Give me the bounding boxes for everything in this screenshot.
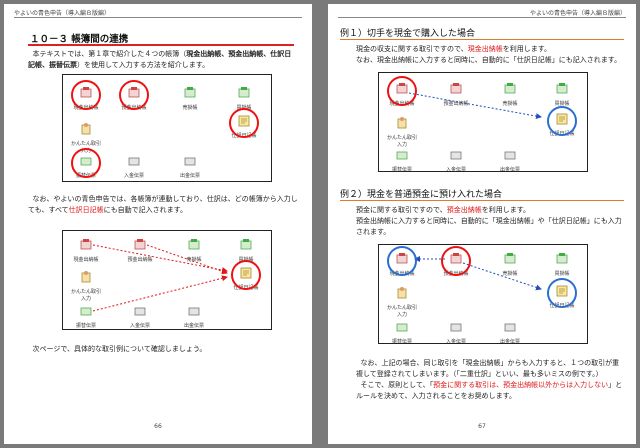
node-yokin: 預金出納帳: [437, 81, 475, 107]
right-header-rule: [338, 17, 626, 18]
highlight-ring: [387, 246, 417, 276]
page-gutter: [312, 4, 328, 444]
highlight-ring: [387, 76, 417, 106]
section-title: １０－３ 帳簿間の連携: [30, 34, 129, 45]
middle-paragraph: なお、やよいの青色申告では、各帳簿が連動しており、仕訳は、どの帳簿から入力しても…: [28, 195, 298, 214]
node-nyukin: 入金伝票: [437, 147, 475, 171]
node-shukkin: 出金伝票: [491, 319, 529, 343]
highlight-ring: [71, 80, 101, 110]
slip-icon: [188, 307, 200, 316]
ledger-book-icon: [450, 83, 462, 94]
intro-paragraph: 本テキストでは、第１章で紹介した４つの帳簿（現金出納帳、預金出納帳、仕訳日記帳、…: [28, 50, 292, 69]
wizard-icon: [81, 123, 91, 135]
diagram-ledgers-linked: 現金出納帳 預金出納帳 売掛帳 買掛帳 かんたん取引入力 仕訳日記帳 振替伝票 …: [62, 230, 272, 330]
node-shukkin: 出金伝票: [171, 153, 209, 179]
example2-title: 例２）現金を普通預金に預け入れた場合: [340, 190, 503, 200]
node-kaikake: 買掛帳: [543, 81, 581, 107]
example2-underline: [340, 200, 624, 201]
node-uriage: 売掛帳: [491, 81, 529, 107]
highlight-ring: [547, 278, 577, 308]
wizard-icon: [397, 287, 407, 299]
closing-text: なお、上記の場合、同じ取引を「現金出納帳」からも入力すると、１つの取引が重複して…: [356, 359, 623, 400]
slip-icon: [396, 151, 408, 160]
slip-icon: [184, 157, 196, 166]
closing-paragraph: 次ページで、具体的な取引例について確認しましょう。: [32, 345, 207, 353]
node-uriage: 売掛帳: [491, 251, 529, 277]
page-number: 66: [154, 423, 162, 430]
node-nyukin: 入金伝票: [121, 303, 159, 329]
node-furikae: 振替伝票: [67, 303, 105, 329]
node-furikae: 振替伝票: [383, 319, 421, 343]
section-title-underline: [28, 44, 294, 46]
diagram-example1: 現金出納帳 預金出納帳 売掛帳 買掛帳 かんたん取引入力 仕訳日記帳 振替伝票 …: [378, 72, 588, 172]
ledger-book-icon: [504, 253, 516, 264]
example1-text: 現金の収支に関する取引ですので、現金出納帳を利用します。なお、現金出納帳に入力す…: [356, 45, 622, 64]
highlight-ring: [119, 80, 149, 110]
ledger-book-icon: [556, 253, 568, 264]
slip-icon: [450, 151, 462, 160]
node-nyukin: 入金伝票: [437, 319, 475, 343]
node-furikae: 振替伝票: [383, 147, 421, 171]
highlight-ring: [441, 246, 471, 276]
example2-text: 預金に関する取引ですので、預金出納帳を利用します。預金出納帳に入力すると同時に、…: [356, 206, 622, 236]
example1-underline: [340, 39, 624, 40]
ledger-book-icon: [184, 87, 196, 98]
ledger-book-icon: [240, 239, 252, 250]
node-genkin: 現金出納帳: [67, 237, 105, 263]
left-header-rule: [14, 17, 302, 18]
link-arrows: [92, 244, 228, 312]
right-page: やよいの青色申告（導入編Ｂ版編） 例１）切手を現金で購入した場合 現金の収支に関…: [328, 4, 636, 444]
slip-icon: [504, 323, 516, 332]
left-page-header: やよいの青色申告（導入編Ｂ版編）: [14, 10, 111, 17]
right-page-header: やよいの青色申告（導入編Ｂ版編）: [529, 10, 626, 17]
node-uriage: 売掛帳: [175, 237, 213, 263]
ledger-book-icon: [188, 239, 200, 250]
ledger-book-icon: [556, 83, 568, 94]
slip-icon: [396, 323, 408, 332]
left-page: やよいの青色申告（導入編Ｂ版編） １０－３ 帳簿間の連携 本テキストでは、第１章…: [4, 4, 312, 444]
slip-icon: [128, 157, 140, 166]
page-number: 67: [478, 423, 486, 430]
link-arrows: [414, 256, 542, 291]
diagram-ledgers: 現金出納帳 預金出納帳 売掛帳 買掛帳 かんたん取引入力 仕訳日記帳 振替伝票 …: [62, 74, 272, 182]
slip-icon: [450, 323, 462, 332]
slip-icon: [504, 151, 516, 160]
highlight-ring: [547, 106, 577, 136]
node-kantan: かんたん取引入力: [383, 285, 421, 318]
node-nyukin: 入金伝票: [115, 153, 153, 179]
highlight-ring: [71, 148, 101, 178]
ledger-book-icon: [134, 239, 146, 250]
node-kantan: かんたん取引入力: [383, 115, 421, 148]
slip-icon: [134, 307, 146, 316]
highlight-ring: [231, 260, 261, 290]
node-yokin: 預金出納帳: [121, 237, 159, 263]
ledger-book-icon: [504, 83, 516, 94]
ledger-book-icon: [238, 87, 250, 98]
node-shukkin: 出金伝票: [175, 303, 213, 329]
node-kaikake: 買掛帳: [543, 251, 581, 277]
wizard-icon: [397, 117, 407, 129]
node-uriage: 売掛帳: [171, 85, 209, 111]
diagram-example2: 現金出納帳 預金出納帳 売掛帳 買掛帳 かんたん取引入力 仕訳日記帳 振替伝票 …: [378, 244, 588, 344]
node-kantan: かんたん取引入力: [67, 269, 105, 302]
wizard-icon: [81, 271, 91, 283]
highlight-ring: [229, 108, 259, 138]
slip-icon: [80, 307, 92, 316]
example1-title: 例１）切手を現金で購入した場合: [340, 29, 476, 39]
node-shukkin: 出金伝票: [491, 147, 529, 171]
ledger-book-icon: [80, 239, 92, 250]
